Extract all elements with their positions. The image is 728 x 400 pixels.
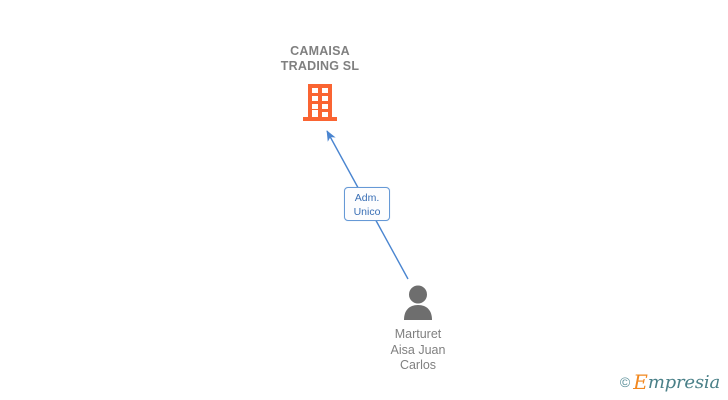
company-icon-wrap <box>246 83 394 125</box>
company-title: CAMAISA TRADING SL <box>280 44 360 73</box>
relation-label[interactable]: Adm. Unico <box>344 187 390 221</box>
copyright-icon: © <box>619 374 631 390</box>
watermark-brand-initial: E <box>633 370 648 394</box>
person-name: Marturet Aisa Juan Carlos <box>390 327 446 372</box>
person-icon <box>404 285 432 320</box>
building-icon <box>303 84 337 121</box>
watermark: © E mpresia <box>619 370 720 394</box>
watermark-brand-rest: mpresia <box>647 372 720 393</box>
company-node[interactable]: CAMAISA TRADING SL <box>246 44 394 125</box>
person-icon-wrap <box>356 284 480 324</box>
person-node[interactable]: Marturet Aisa Juan Carlos <box>356 284 480 374</box>
